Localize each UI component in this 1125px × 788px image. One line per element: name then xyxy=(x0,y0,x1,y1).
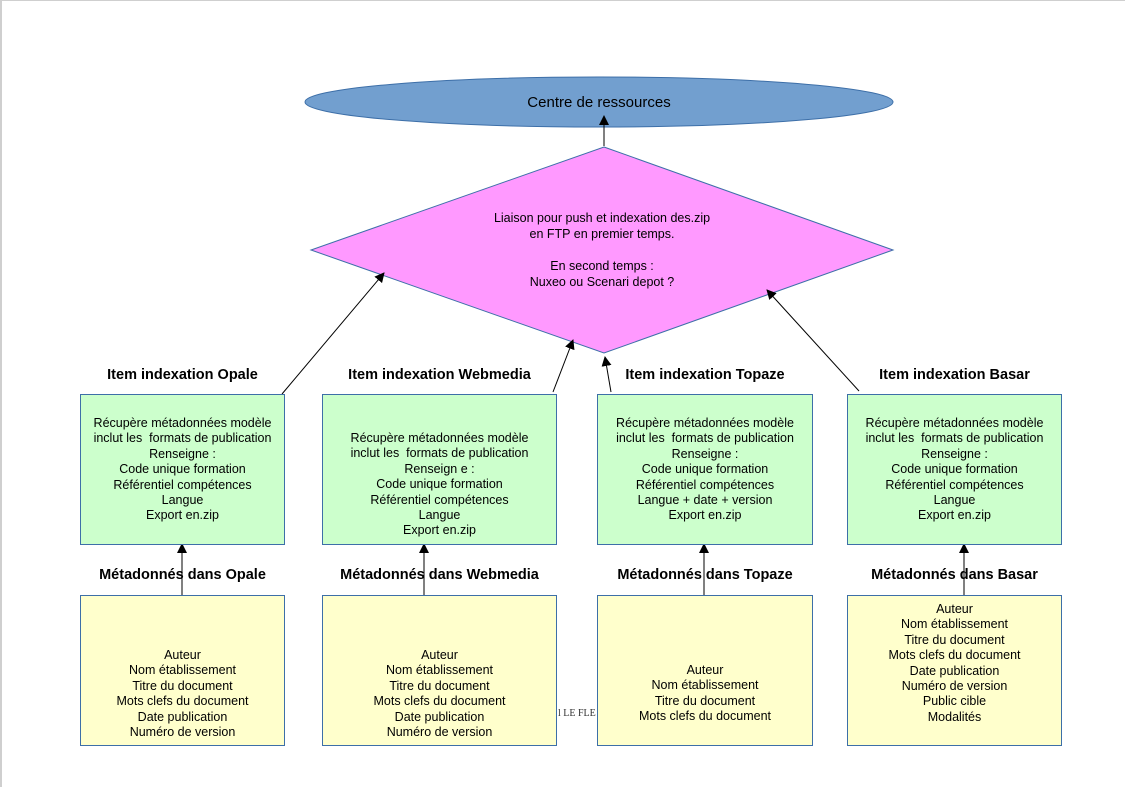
item-line: Récupère métadonnées modèle xyxy=(93,416,272,430)
meta-line: Titre du document xyxy=(389,678,490,693)
item-box-basar: Récupère métadonnées modèle inclut les f… xyxy=(847,394,1062,545)
meta-line: Auteur xyxy=(686,663,724,677)
item-box-opale: Récupère métadonnées modèle inclut les f… xyxy=(80,394,285,545)
item-line: Export en.zip xyxy=(146,508,219,523)
meta-line: Titre du document xyxy=(654,693,756,708)
item-heading-basar: Item indexation Basar xyxy=(879,367,1030,383)
item-line: inclut les formats de publication xyxy=(350,446,529,461)
item-line: Renseign e : xyxy=(404,461,475,476)
item-line: Code unique formation xyxy=(119,462,246,477)
meta-line: Modalités xyxy=(927,709,982,724)
meta-heading-webmedia: Métadonnés dans Webmedia xyxy=(340,567,539,583)
meta-heading-basar: Métadonnés dans Basar xyxy=(871,567,1038,583)
meta-line: Titre du document xyxy=(904,632,1005,647)
item-line: Référentiel compétences xyxy=(370,492,509,507)
meta-box-opale: Auteur Nom établissement Titre du docume… xyxy=(80,595,285,746)
meta-line: Numéro de version xyxy=(901,679,1008,694)
item-line: Renseigne : xyxy=(921,446,988,461)
meta-line: Public cible xyxy=(922,694,987,709)
item-line: Export en.zip xyxy=(918,508,991,523)
meta-line: Auteur xyxy=(421,648,458,662)
item-line: Référentiel compétences xyxy=(635,477,775,492)
item-box-topaze: Récupère métadonnées modèle inclut les f… xyxy=(597,394,813,545)
item-line: inclut les formats de publication xyxy=(616,431,794,446)
meta-heading-topaze: Métadonnés dans Topaze xyxy=(617,567,793,583)
item-line: Récupère métadonnées modèle xyxy=(616,416,794,430)
meta-line: Nom établissement xyxy=(901,617,1008,632)
item-line: Code unique formation xyxy=(891,462,1018,477)
meta-line: Numéro de version xyxy=(129,725,236,740)
meta-line: Numéro de version xyxy=(386,725,493,740)
item-line: Export en.zip xyxy=(403,523,476,538)
item-line: Récupère métadonnées modèle xyxy=(350,431,529,445)
footer-fragment: l LE FLE xyxy=(558,708,596,719)
meta-line: Nom établissement xyxy=(386,663,493,678)
meta-line: Date publication xyxy=(137,709,228,724)
item-line: Récupère métadonnées modèle xyxy=(865,416,1044,430)
item-line: Renseigne : xyxy=(149,446,216,461)
meta-line: Mots clefs du document xyxy=(888,648,1021,663)
item-line: Référentiel compétences xyxy=(113,477,252,492)
meta-line: Date publication xyxy=(909,663,1000,678)
item-line: Renseigne : xyxy=(671,446,739,461)
item-line: Code unique formation xyxy=(376,477,503,492)
item-line: Code unique formation xyxy=(641,462,769,477)
item-line: Référentiel compétences xyxy=(885,477,1024,492)
meta-box-basar: Auteur Nom établissement Titre du docume… xyxy=(847,595,1062,746)
item-heading-topaze: Item indexation Topaze xyxy=(625,367,785,383)
item-line: Export en.zip xyxy=(668,508,742,523)
meta-box-webmedia: Auteur Nom établissement Titre du docume… xyxy=(322,595,557,746)
meta-line: Auteur xyxy=(936,602,973,616)
item-line: Langue xyxy=(161,493,204,508)
arrow-topaze-to-diamond xyxy=(601,356,612,393)
arrow-webmedia-to-diamond xyxy=(552,339,575,393)
meta-heading-opale: Métadonnés dans Opale xyxy=(99,567,266,583)
meta-line: Date publication xyxy=(394,709,485,724)
item-heading-opale: Item indexation Opale xyxy=(107,367,258,383)
centre-de-ressources-ellipse xyxy=(304,76,894,128)
meta-line: Nom établissement xyxy=(129,663,236,678)
item-box-webmedia: Récupère métadonnées modèle inclut les f… xyxy=(322,394,557,545)
meta-line: Mots clefs du document xyxy=(638,709,771,724)
arrow-opale-to-diamond xyxy=(281,272,385,395)
item-line: Langue + date + version xyxy=(637,493,773,508)
meta-line: Mots clefs du document xyxy=(116,694,249,709)
meta-line: Nom établissement xyxy=(651,678,759,693)
item-line: Langue xyxy=(933,493,976,508)
arrow-basar-to-diamond xyxy=(766,289,860,392)
item-heading-webmedia: Item indexation Webmedia xyxy=(348,367,531,383)
meta-line: Titre du document xyxy=(132,678,233,693)
meta-line: Mots clefs du document xyxy=(373,694,506,709)
item-line: Langue xyxy=(418,508,461,523)
meta-line: Auteur xyxy=(164,648,201,662)
meta-box-topaze: Auteur Nom établissement Titre du docume… xyxy=(597,595,813,746)
item-line: inclut les formats de publication xyxy=(865,431,1044,446)
liaison-diamond xyxy=(309,146,895,354)
item-line: inclut les formats de publication xyxy=(93,431,272,446)
